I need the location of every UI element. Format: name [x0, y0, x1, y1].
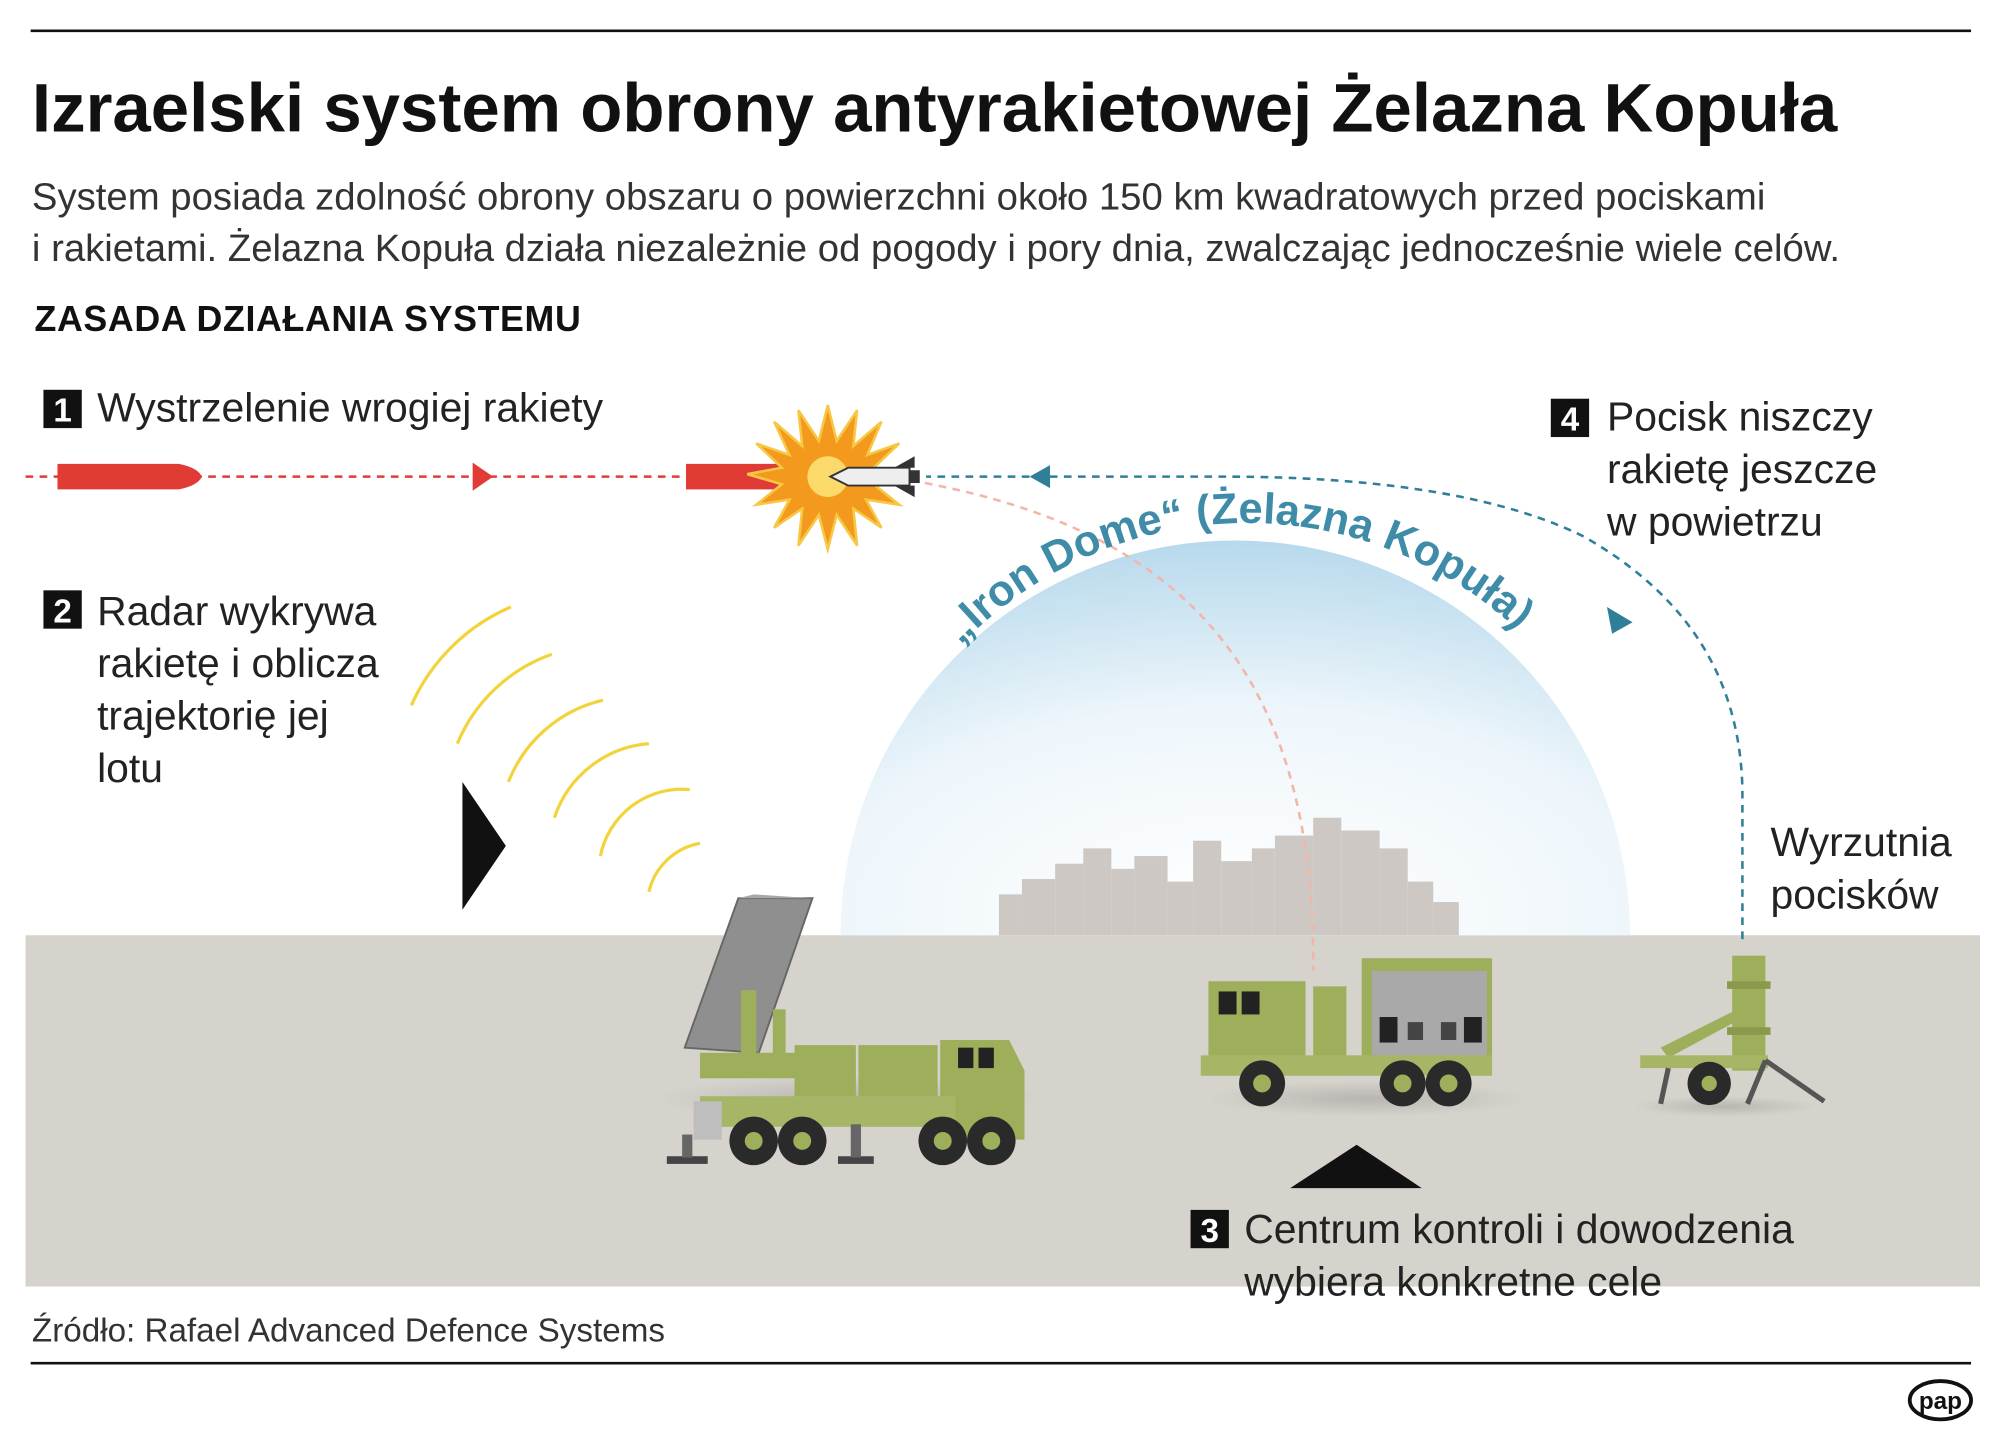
step-2-number: 2: [53, 593, 71, 630]
interceptor-missile: [828, 456, 920, 498]
radar-pointer-icon: [462, 781, 506, 910]
step-4-line-3: w powietrzu: [1606, 498, 1823, 544]
launcher-icon: [1632, 955, 1826, 1117]
pap-logo: pap: [1907, 1379, 1973, 1422]
section-heading: ZASADA DZIAŁANIA SYSTEMU: [34, 299, 581, 339]
enemy-rocket-1: [57, 463, 202, 490]
source-note: Źródło: Rafael Advanced Defence Systems: [32, 1312, 665, 1349]
step-3-number: 3: [1200, 1213, 1218, 1250]
step-2-line-4: lotu: [97, 745, 163, 791]
enemy-rocket-trajectory: [25, 462, 824, 491]
step-2-line-1: Radar wykrywa: [97, 588, 377, 634]
step-2-badge: [43, 590, 82, 629]
launcher-label-line-2: pocisków: [1771, 871, 1940, 917]
step-4-number: 4: [1561, 402, 1580, 439]
page-title: Izraelski system obrony antyrakietowej Ż…: [32, 70, 1838, 147]
intro-line-1: System posiada zdolność obrony obszaru o…: [32, 176, 1765, 219]
step-4-badge: [1550, 398, 1590, 438]
interceptor-trajectory: [926, 475, 1744, 940]
step-4-line-2: rakietę jeszcze: [1607, 446, 1877, 492]
command-pointer-icon: [1290, 1144, 1422, 1189]
iron-dome: [840, 540, 1630, 936]
radar-vehicle-icon: [657, 894, 1042, 1166]
direction-arrow-icon: [472, 462, 494, 491]
step-1-badge: [43, 389, 82, 429]
city-skyline: [998, 817, 1459, 936]
step-1-text: Wystrzelenie wrogiej rakiety: [97, 385, 604, 431]
step-1-number: 1: [53, 393, 71, 430]
step-2: 2 Radar wykrywa rakietę i oblicza trajek…: [43, 588, 379, 791]
step-3-badge: [1190, 1209, 1229, 1249]
step-4: 4 Pocisk niszczy rakietę jeszcze w powie…: [1550, 394, 1877, 544]
pap-logo-text: pap: [1919, 1388, 1962, 1415]
step-3-line-2: wybiera konkretne cele: [1243, 1258, 1662, 1304]
step-2-line-2: rakietę i oblicza: [97, 640, 379, 686]
step-1: 1 Wystrzelenie wrogiej rakiety: [43, 385, 604, 431]
interceptor-arrow-left: [1029, 465, 1051, 489]
launcher-label-line-1: Wyrzutnia: [1771, 819, 1953, 865]
step-3-line-1: Centrum kontroli i dowodzenia: [1244, 1206, 1794, 1252]
step-2-line-3: trajektorię jej: [97, 693, 329, 739]
command-truck-icon: [1200, 958, 1527, 1117]
radar-guidance-line: [924, 481, 1315, 972]
step-3: 3 Centrum kontroli i dowodzenia wybiera …: [1190, 1206, 1794, 1304]
step-4-line-1: Pocisk niszczy: [1607, 394, 1873, 440]
interceptor-arrow-up: [1606, 606, 1633, 634]
intro-line-2: i rakietami. Żelazna Kopuła działa nieza…: [32, 227, 1840, 270]
explosion-core: [807, 456, 849, 498]
radar-waves: [409, 605, 701, 893]
